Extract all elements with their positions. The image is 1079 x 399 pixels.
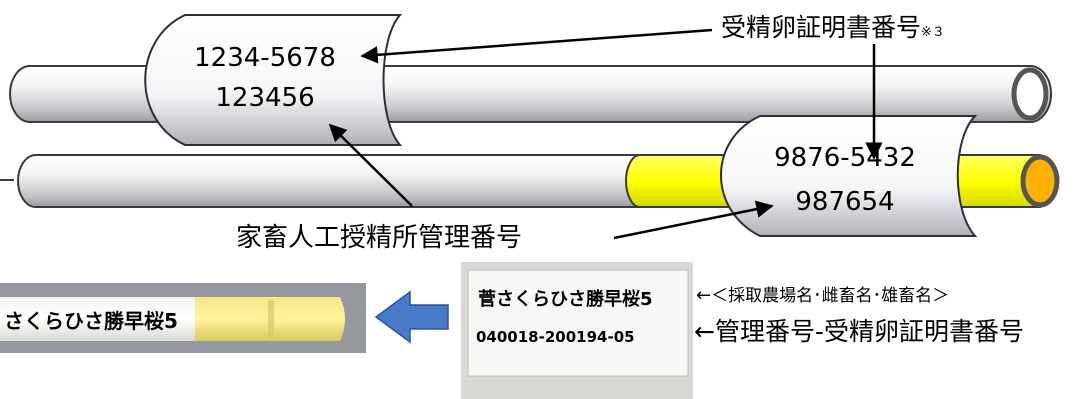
arrow-to-straw-1-certificate (360, 28, 713, 64)
arrow-to-straw-2-management (613, 200, 774, 240)
farm-info-label: ←＜採取農場名･雌畜名･雄畜名＞ (696, 285, 949, 306)
straw-1-management-number: 123456 (215, 83, 314, 113)
callout-arrows (328, 28, 883, 240)
blue-left-arrow-icon (374, 290, 449, 344)
straw-2-management-number: 987654 (795, 187, 894, 217)
photo-label-line-2: 040018-200194-05 (476, 328, 635, 346)
straw-1-certificate-number: 1234-5678 (194, 43, 336, 73)
arrow-to-straw-1-management (328, 123, 413, 207)
photo-label-line-1: 菅さくらひさ勝早桜5 (478, 288, 653, 310)
photo-straw: さくらひさ勝早桜5 (0, 283, 366, 353)
management-certificate-number-label: ←管理番号-受精卵証明書番号 (694, 317, 1024, 346)
management-number-label: 家畜人工授精所管理番号 (236, 223, 522, 253)
photo-label: 菅さくらひさ勝早桜5 040018-200194-05 (461, 262, 693, 399)
photo-straw-printed-text: さくらひさ勝早桜5 (4, 309, 178, 333)
straw-2-certificate-number: 9876-5432 (774, 143, 916, 173)
straw-1-label-sleeve: 1234-5678 123456 (144, 14, 403, 146)
certificate-number-label: 受精卵証明書番号※３ (721, 13, 945, 42)
straw-2-label-sleeve: 9876-5432 987654 (720, 115, 978, 237)
straw-2-end-plug (1020, 154, 1060, 208)
straw-1-end-cap (1011, 67, 1049, 121)
